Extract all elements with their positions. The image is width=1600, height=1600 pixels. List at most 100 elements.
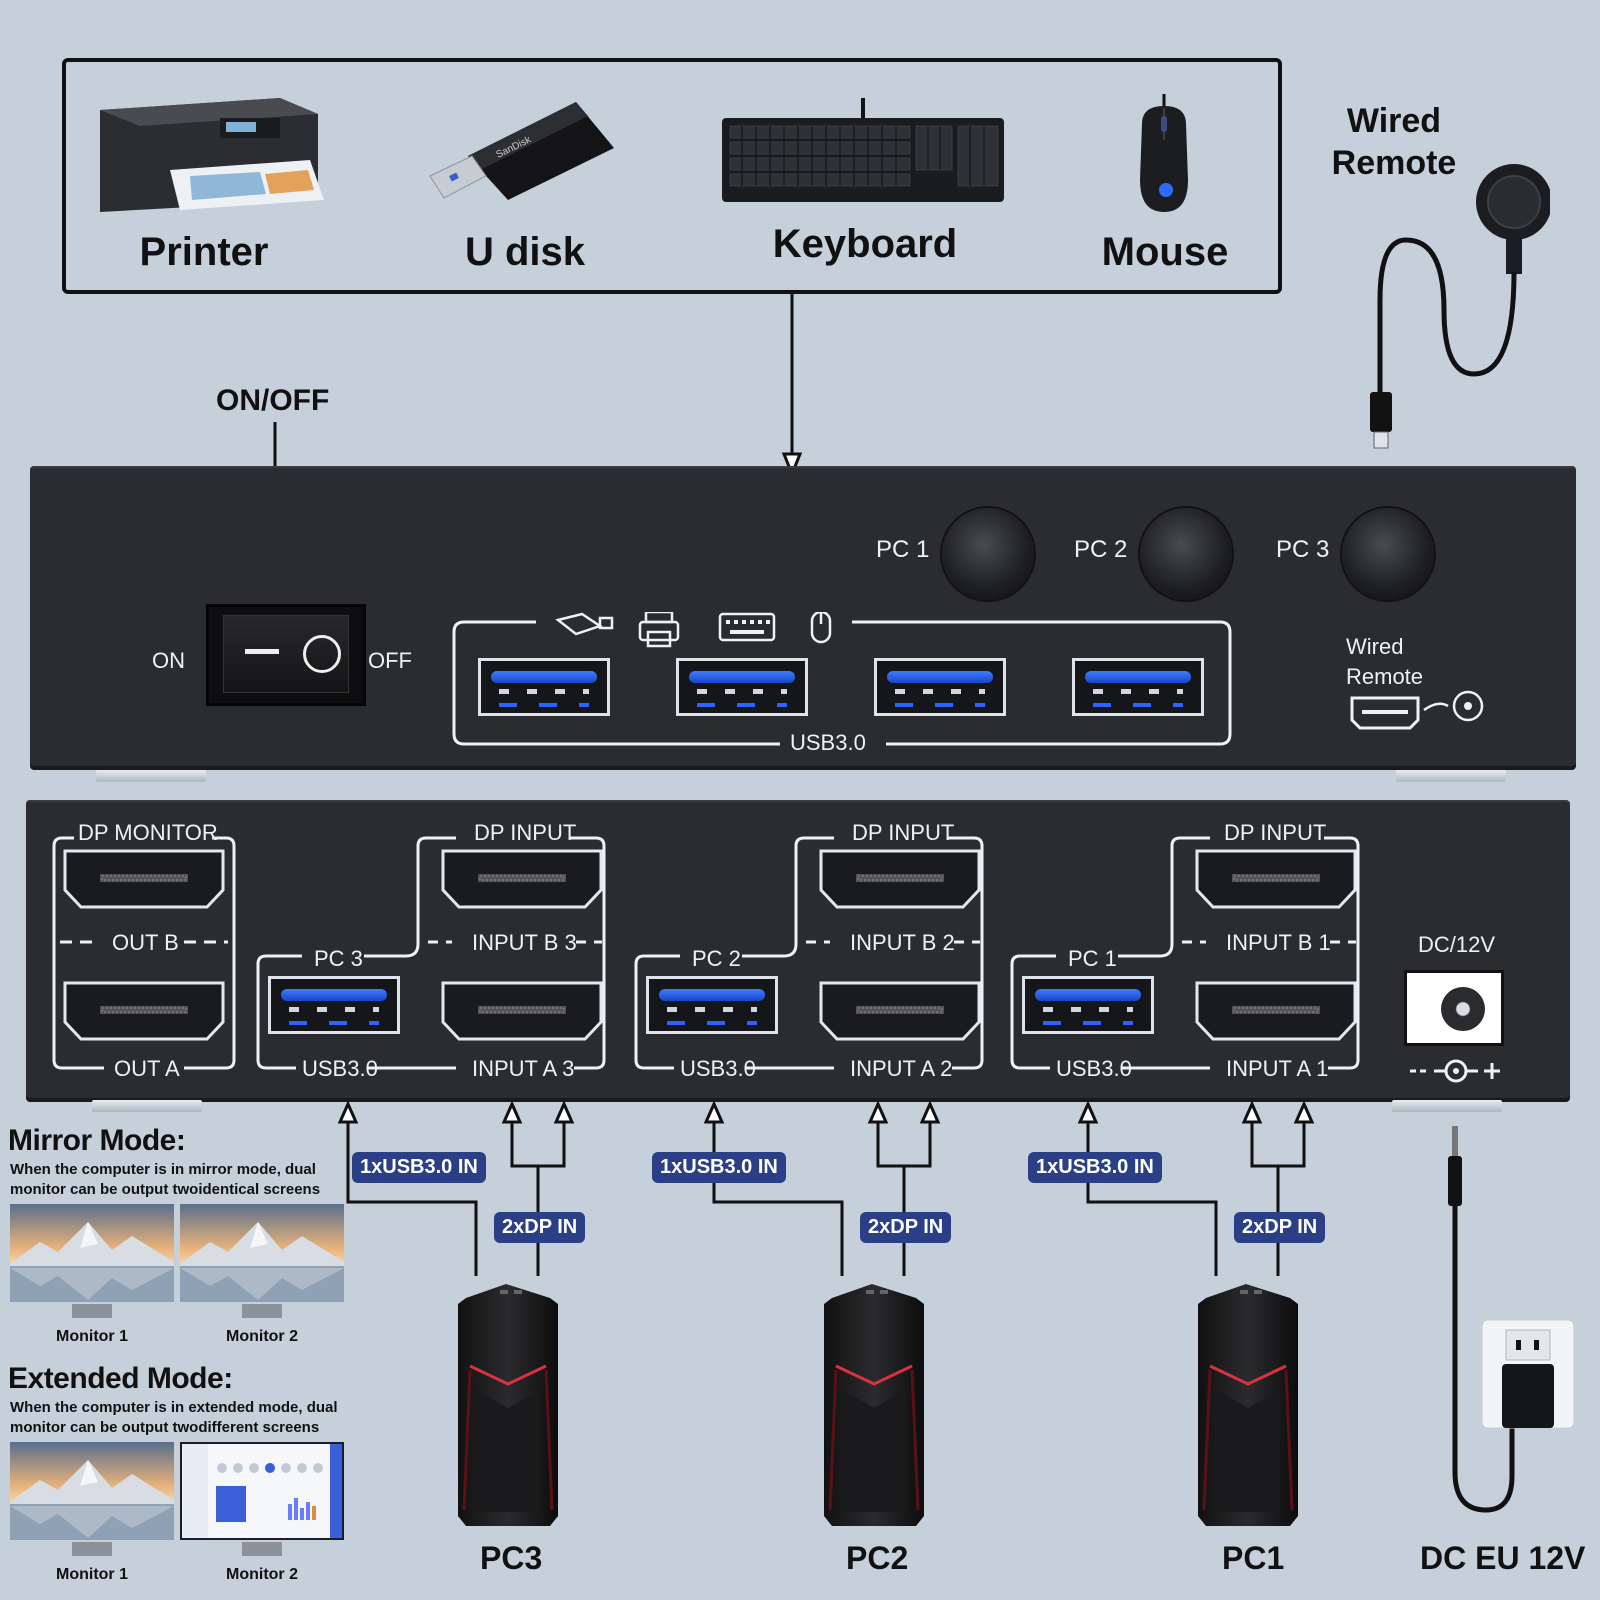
pc2-select-button[interactable] [1140, 508, 1232, 600]
pc1-input-b-label: INPUT B 1 [1226, 930, 1331, 955]
front-foot-right [1396, 770, 1506, 782]
dp-monitor-label: DP MONITOR [78, 820, 218, 845]
pc1-usb-label: USB3.0 [1056, 1056, 1132, 1081]
power-switch[interactable] [206, 604, 366, 706]
pc2-dp-input-b-port[interactable] [818, 848, 982, 910]
keyboard-icon [722, 98, 1004, 202]
pc3-usb-label: USB3.0 [302, 1056, 378, 1081]
switch-on-label: ON [152, 648, 185, 673]
dp-monitor-bracket [52, 836, 236, 1070]
wired-remote-title-line1: Wired [1346, 102, 1442, 140]
power-adapter-icon [1448, 1126, 1575, 1513]
pc3-dp-tag: 2xDP IN [494, 1212, 586, 1243]
mirror-mode-desc: When the computer is in mirror mode, dua… [10, 1161, 321, 1198]
extended-monitor-1-label: Monitor 1 [56, 1566, 128, 1583]
pc3-input-b-label: INPUT B 3 [472, 930, 577, 955]
power-adapter-label: DC EU 12V [1420, 1540, 1586, 1576]
pc2-dp-input-a-port[interactable] [818, 980, 982, 1042]
printer-label: Printer [139, 230, 269, 274]
front-foot-left [96, 770, 206, 782]
mirror-monitor-1-stand [72, 1304, 112, 1318]
wired-remote-icon [1370, 164, 1550, 449]
extended-monitor-1-stand [72, 1542, 112, 1556]
out-a-label: OUT A [114, 1056, 180, 1081]
front-usb-port-1[interactable] [478, 658, 610, 716]
pc1-button-label: PC 1 [876, 536, 930, 563]
dc-power-jack[interactable] [1404, 970, 1504, 1046]
mirror-monitor-2-screen [180, 1204, 344, 1302]
extended-monitor-1-screen [10, 1442, 174, 1540]
pc2-dp-input-label: DP INPUT [852, 820, 955, 845]
pc3-dp-input-label: DP INPUT [474, 820, 577, 845]
pc2-dp-tag: 2xDP IN [860, 1212, 952, 1243]
pc3-input-a-label: INPUT A 3 [472, 1056, 575, 1081]
pc1-dp-tag: 2xDP IN [1234, 1212, 1326, 1243]
pc2-input-b-label: INPUT B 2 [850, 930, 955, 955]
mirror-monitor-2-stand [242, 1304, 282, 1318]
pc1-tower-icon [1196, 1280, 1300, 1530]
pc1-dp-input-b-port[interactable] [1194, 848, 1358, 910]
pc2-usb-label: USB3.0 [680, 1056, 756, 1081]
pc3-select-button[interactable] [1342, 508, 1434, 600]
wired-remote-title: Wired Remote [1330, 100, 1458, 184]
extended-monitor-2-screen [180, 1442, 344, 1540]
pc1-label: PC1 [1222, 1540, 1285, 1576]
mirror-monitor-1-screen [10, 1204, 174, 1302]
extended-mode-desc: When the computer is in extended mode, d… [10, 1399, 338, 1436]
front-remote-label-line1: Wired [1346, 634, 1404, 659]
usb-drive-icon: SanDisk [429, 102, 614, 200]
peripheral-connection-arrow [781, 294, 803, 479]
pc1-dp-input-a-port[interactable] [1194, 980, 1358, 1042]
extended-monitor-2-stand [242, 1542, 282, 1556]
pc1-dp-input-label: DP INPUT [1224, 820, 1327, 845]
mouse-label: Mouse [1101, 230, 1229, 274]
front-usb-port-2[interactable] [676, 658, 808, 716]
pc3-usb-tag: 1xUSB3.0 IN [352, 1152, 486, 1183]
mirror-mode-title: Mirror Mode: [8, 1124, 186, 1157]
dc-polarity-icon [1410, 1059, 1500, 1083]
udisk-label: U disk [464, 230, 586, 274]
pc3-tower-icon [456, 1280, 560, 1530]
mirror-monitor-2-label: Monitor 2 [226, 1328, 298, 1345]
front-usb-port-4[interactable] [1072, 658, 1204, 716]
pc-connection-lines [337, 1100, 1315, 1276]
pc3-input-bracket [256, 836, 606, 1070]
out-b-label: OUT B [112, 930, 179, 955]
switch-off-label: OFF [368, 648, 412, 673]
pc3-button-label: PC 3 [1276, 536, 1330, 563]
pc2-usb-port[interactable] [646, 976, 778, 1034]
pc2-label: PC2 [846, 1540, 909, 1576]
onoff-title: ON/OFF [216, 384, 330, 417]
front-usb-label: USB3.0 [790, 730, 866, 755]
pc3-usb-port[interactable] [268, 976, 400, 1034]
printer-icon [100, 98, 324, 212]
pc3-dp-input-a-port[interactable] [440, 980, 604, 1042]
front-remote-label-line2: Remote [1346, 664, 1424, 689]
pc2-input-bracket [634, 836, 984, 1070]
peripherals-panel [62, 58, 1282, 294]
pc2-usb-tag: 1xUSB3.0 IN [652, 1152, 786, 1183]
extended-monitor-2-label: Monitor 2 [226, 1566, 298, 1583]
pc2-group-label: PC 2 [692, 946, 741, 971]
front-usb-bracket [452, 612, 1232, 746]
pc1-input-bracket [1010, 836, 1360, 1070]
pc3-label: PC3 [480, 1540, 543, 1576]
dp-out-a-port[interactable] [62, 980, 226, 1042]
pc1-select-button[interactable] [942, 508, 1034, 600]
pc2-tower-icon [822, 1280, 926, 1530]
pc1-usb-port[interactable] [1022, 976, 1154, 1034]
pc1-group-label: PC 1 [1068, 946, 1117, 971]
keyboard-label: Keyboard [772, 222, 958, 266]
wired-remote-title-line2: Remote [1331, 144, 1457, 182]
pc3-dp-input-b-port[interactable] [440, 848, 604, 910]
pc2-button-label: PC 2 [1074, 536, 1128, 563]
dp-out-b-port[interactable] [62, 848, 226, 910]
pc2-input-a-label: INPUT A 2 [850, 1056, 953, 1081]
pc1-usb-tag: 1xUSB3.0 IN [1028, 1152, 1162, 1183]
front-remote-label: Wired Remote [1346, 632, 1423, 692]
front-usb-port-3[interactable] [874, 658, 1006, 716]
remote-port-icon[interactable] [1348, 690, 1488, 734]
rear-foot-left [92, 1100, 202, 1112]
mirror-monitor-1-label: Monitor 1 [56, 1328, 128, 1345]
pc3-group-label: PC 3 [314, 946, 363, 971]
